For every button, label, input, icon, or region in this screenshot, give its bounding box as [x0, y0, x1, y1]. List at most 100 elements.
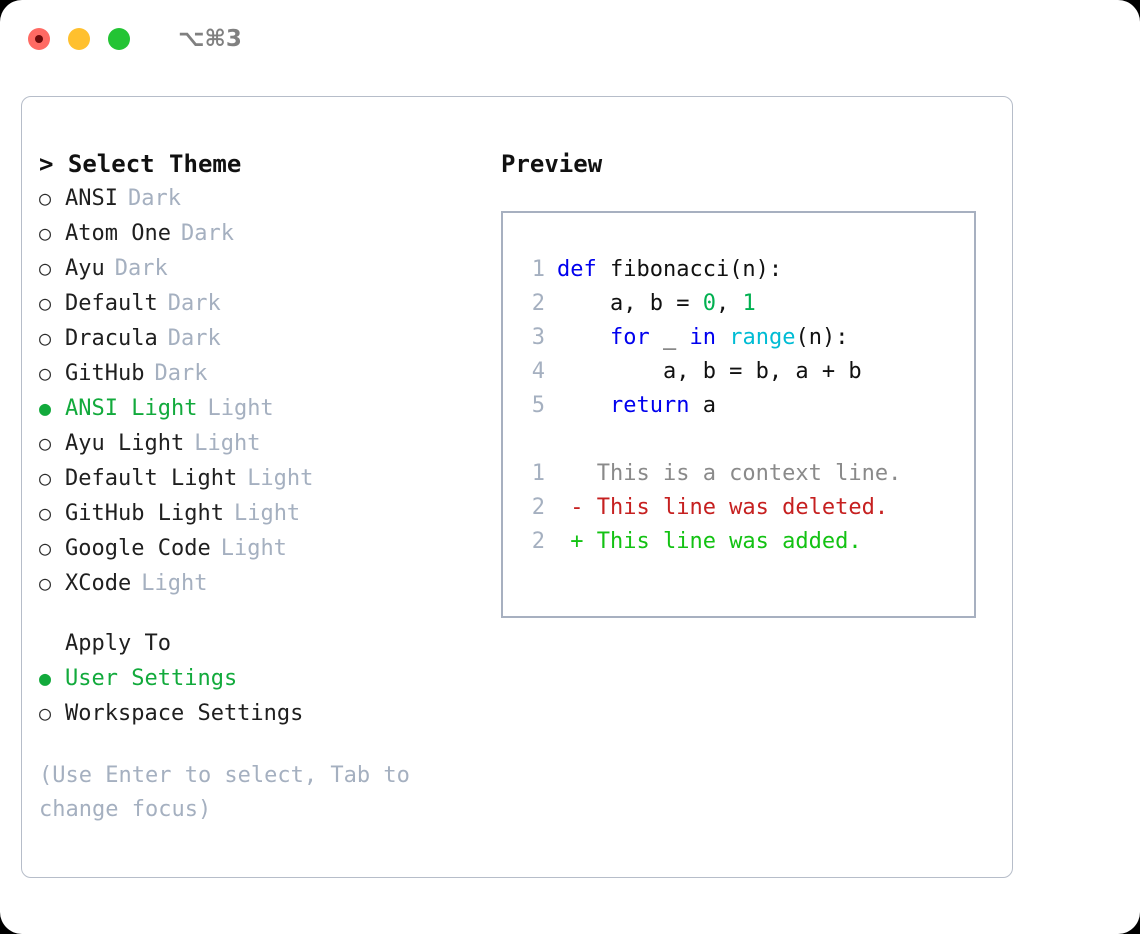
theme-name: Ayu Light: [65, 431, 185, 456]
apply-to-heading: Apply To: [65, 631, 171, 656]
theme-list-item[interactable]: ○ Ayu Dark: [39, 251, 479, 286]
code-token: fibonacci(n):: [609, 257, 783, 282]
theme-name: GitHub: [65, 361, 145, 386]
diff-line: 2 + This line was added.: [519, 525, 974, 559]
theme-category-tag: Dark: [167, 291, 221, 316]
theme-name: Dracula: [65, 326, 158, 351]
select-theme-heading: > Select Theme: [39, 150, 242, 178]
code-line: 3 for _ in range(n):: [519, 321, 974, 355]
close-button[interactable]: [28, 28, 50, 50]
theme-category-tag: Light: [233, 501, 301, 526]
theme-name: XCode: [65, 571, 132, 596]
theme-category-tag: Dark: [114, 256, 168, 281]
theme-list-item[interactable]: ○ Ayu Light Light: [39, 426, 479, 461]
radio-unselected-icon: ○: [39, 326, 52, 350]
minimize-button[interactable]: [68, 28, 90, 50]
apply-to-list[interactable]: ● User Settings ○ Workspace Settings: [39, 661, 479, 731]
code-line: 5 return a: [519, 389, 974, 423]
code-token: return: [609, 393, 690, 418]
theme-category-tag: Dark: [167, 326, 221, 351]
apply-to-label: User Settings: [65, 666, 238, 691]
theme-name: Default Light: [65, 466, 238, 491]
theme-category-tag: Light: [247, 466, 314, 491]
radio-selected-icon: ●: [39, 666, 52, 690]
theme-category-tag: Light: [141, 571, 208, 596]
code-line: 1 def fibonacci(n):: [519, 253, 974, 287]
theme-list-item[interactable]: ○ Default Light Light: [39, 461, 479, 496]
close-icon: [35, 35, 43, 43]
line-number: 3: [531, 325, 545, 350]
line-number: 2: [531, 495, 545, 520]
radio-unselected-icon: ○: [39, 501, 52, 525]
diff-text: - This line was deleted.: [557, 495, 889, 520]
theme-list-item[interactable]: ○ Dracula Dark: [39, 321, 479, 356]
code-line: 4 a, b = b, a + b: [519, 355, 974, 389]
apply-to-label: Workspace Settings: [65, 701, 304, 726]
code-token: range: [729, 325, 796, 350]
theme-name: Google Code: [65, 536, 211, 561]
line-number: 5: [531, 393, 545, 418]
radio-unselected-icon: ○: [39, 256, 52, 280]
theme-list-item[interactable]: ● ANSI Light Light: [39, 391, 479, 426]
radio-unselected-icon: ○: [39, 361, 52, 385]
theme-name: ANSI Light: [65, 396, 198, 421]
radio-unselected-icon: ○: [39, 291, 52, 315]
radio-unselected-icon: ○: [39, 431, 52, 455]
line-number: 1: [531, 257, 545, 282]
code-token: a, b =: [557, 291, 703, 316]
radio-unselected-icon: ○: [39, 466, 52, 490]
radio-unselected-icon: ○: [39, 221, 52, 245]
radio-unselected-icon: ○: [39, 701, 52, 725]
code-token: _: [649, 325, 690, 350]
code-token: a, b = b, a + b: [557, 359, 862, 384]
diff-sample: 1 This is a context line.2 - This line w…: [519, 457, 974, 559]
code-line: 2 a, b = 0, 1: [519, 287, 974, 321]
code-token: [557, 325, 610, 350]
code-token: for: [609, 325, 650, 350]
theme-name: ANSI: [65, 186, 118, 211]
radio-unselected-icon: ○: [39, 571, 52, 595]
radio-selected-icon: ●: [39, 396, 52, 420]
apply-to-option[interactable]: ● User Settings: [39, 661, 479, 696]
apply-to-option[interactable]: ○ Workspace Settings: [39, 696, 479, 731]
line-number: 2: [531, 291, 545, 316]
code-token: [557, 393, 610, 418]
code-diff-separator: [519, 423, 974, 457]
code-token: a: [689, 393, 716, 418]
theme-list-item[interactable]: ○ XCode Light: [39, 566, 479, 601]
theme-category-tag: Light: [220, 536, 287, 561]
line-number: 2: [531, 529, 545, 554]
code-token: ,: [715, 291, 743, 316]
code-token: 1: [742, 291, 756, 316]
window-controls: [28, 28, 130, 50]
theme-category-tag: Dark: [154, 361, 208, 386]
theme-list-item[interactable]: ○ GitHub Dark: [39, 356, 479, 391]
code-token: def: [557, 257, 610, 282]
line-number: 4: [531, 359, 545, 384]
theme-name: Ayu: [65, 256, 105, 281]
diff-line: 1 This is a context line.: [519, 457, 974, 491]
theme-name: Atom One: [65, 221, 171, 246]
title-bar: ⌥⌘3: [0, 0, 1140, 78]
radio-unselected-icon: ○: [39, 536, 52, 560]
zoom-button[interactable]: [108, 28, 130, 50]
keyboard-shortcut-label: ⌥⌘3: [178, 26, 242, 52]
line-number: 1: [531, 461, 545, 486]
diff-line: 2 - This line was deleted.: [519, 491, 974, 525]
code-token: [716, 325, 729, 350]
theme-list-item[interactable]: ○ Google Code Light: [39, 531, 479, 566]
theme-category-tag: Light: [207, 396, 274, 421]
theme-category-tag: Light: [194, 431, 261, 456]
radio-unselected-icon: ○: [39, 186, 52, 210]
